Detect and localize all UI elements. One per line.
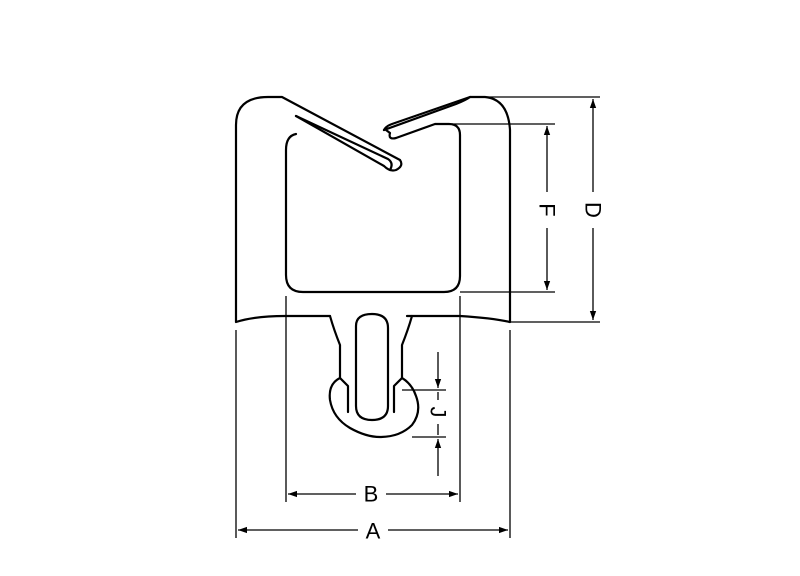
push-stem-left-barb	[338, 376, 350, 414]
clip-upper-arm	[294, 114, 393, 172]
dim-label-f: F	[535, 203, 560, 216]
clip-outer-body	[234, 95, 512, 324]
dim-label-a: A	[366, 519, 381, 544]
push-stem-outer	[328, 314, 420, 439]
clip-inner-window	[284, 122, 462, 294]
dim-label-b: B	[364, 482, 379, 507]
push-stem-slot	[354, 312, 390, 422]
dim-label-j: J	[426, 407, 451, 418]
dim-label-d: D	[581, 202, 606, 218]
clip-right-arm	[382, 95, 472, 132]
push-stem-right-barb	[392, 376, 404, 414]
